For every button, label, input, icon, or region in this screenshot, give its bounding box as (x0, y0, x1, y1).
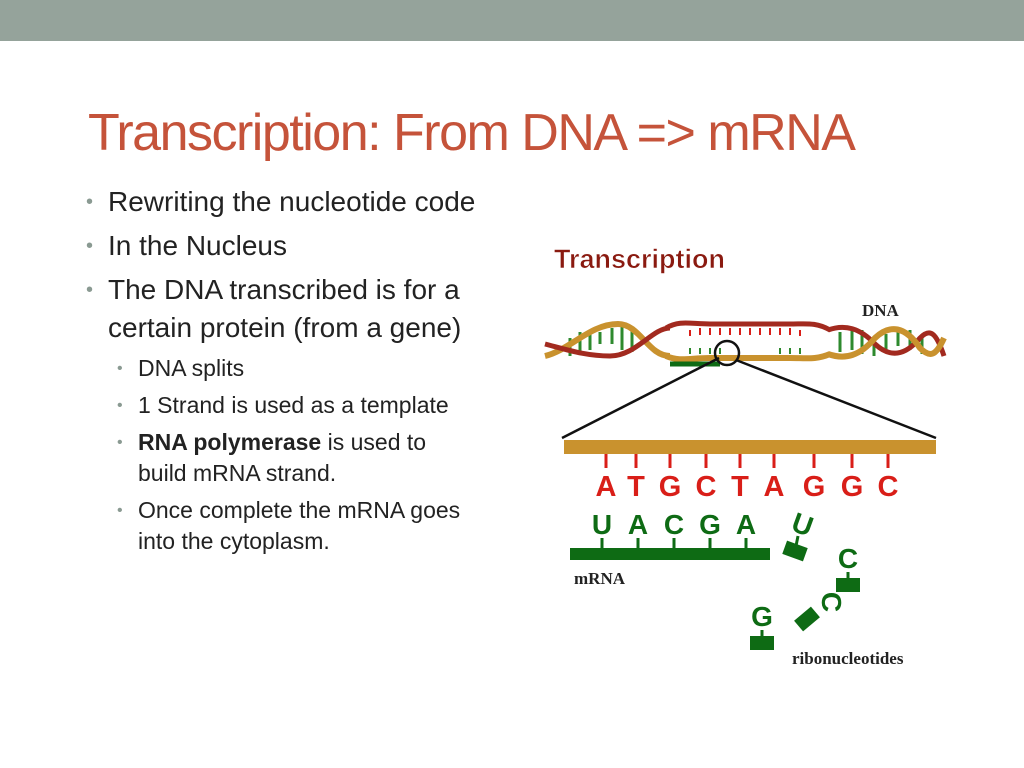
dna-label: DNA (862, 301, 900, 320)
dna-bubble (664, 320, 832, 367)
dna-base: G (803, 471, 826, 503)
template-strand (564, 440, 936, 454)
bold-term: RNA polymerase (138, 429, 322, 455)
dna-helix-left (544, 320, 671, 359)
zoom-line-left (561, 356, 720, 440)
dna-base: G (841, 471, 864, 503)
sub-bullet-item: RNA polymerase is used to build mRNA str… (86, 427, 478, 489)
rna-base: C (816, 592, 847, 612)
template-ticks (604, 454, 890, 468)
dna-base: G (659, 471, 682, 503)
dna-base: A (764, 471, 785, 503)
dna-base: T (627, 471, 645, 503)
bullet-item: In the Nucleus (86, 227, 506, 265)
bullet-item: The DNA transcribed is for a certain pro… (86, 271, 506, 347)
sub-bullet-item: 1 Strand is used as a template (86, 390, 478, 421)
free-ribonucleotide: C (836, 543, 860, 592)
diagram-title: Transcription (554, 244, 725, 274)
mrna-label: mRNA (574, 569, 626, 588)
mrna-strand (570, 548, 770, 560)
dna-base: C (696, 471, 717, 503)
template-bases: A T G C T A G G C (596, 471, 899, 503)
sub-bullet-item: Once complete the mRNA goes into the cyt… (86, 495, 478, 557)
ribonucleotides-label: ribonucleotides (792, 649, 904, 668)
slide-title: Transcription: From DNA => mRNA (88, 104, 856, 162)
bullet-list: Rewriting the nucleotide code In the Nuc… (86, 183, 506, 563)
free-ribonucleotide: G (750, 601, 774, 650)
rna-base: A (628, 509, 648, 540)
transcription-diagram: Transcription DNA (540, 232, 960, 680)
rna-base: U (788, 507, 818, 543)
dna-helix-right (827, 324, 947, 360)
rna-base: C (664, 509, 684, 540)
rna-base: C (838, 543, 858, 574)
rna-base: G (751, 601, 773, 632)
zoom-circle (713, 339, 741, 367)
rna-base: A (736, 509, 756, 540)
top-bar (0, 0, 1024, 41)
dna-base: C (878, 471, 899, 503)
rna-base: G (699, 509, 721, 540)
sub-bullet-text: is used to build mRNA strand. (138, 429, 427, 486)
mrna-bases: U A C G A (592, 509, 756, 540)
bullet-item: Rewriting the nucleotide code (86, 183, 506, 221)
zoom-line-right (735, 358, 937, 440)
rna-base: U (592, 509, 612, 540)
free-ribonucleotide: C (794, 592, 847, 632)
dna-base: T (731, 471, 749, 503)
sub-bullet-item: DNA splits (86, 353, 478, 384)
free-ribonucleotide: U (782, 507, 817, 562)
dna-base: A (596, 471, 617, 503)
